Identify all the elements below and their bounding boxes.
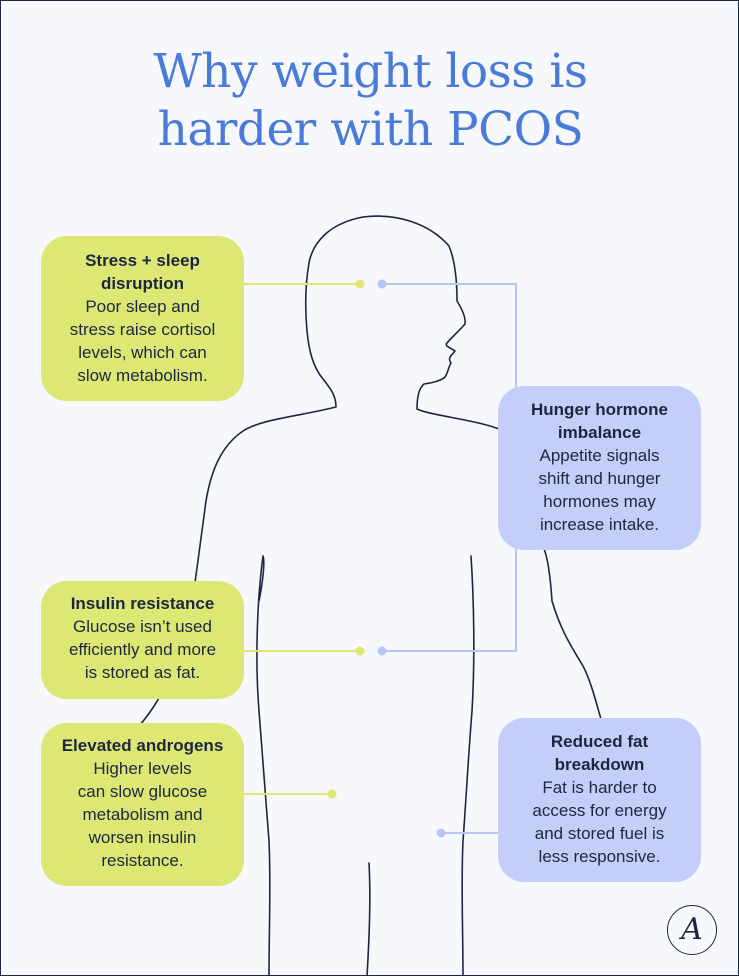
brand-logo-icon: A <box>667 905 717 955</box>
card-androgens-body-1: Higher levels <box>93 759 192 778</box>
card-stress-heading-1: Stress + sleep <box>85 251 200 270</box>
card-stress-body-2: stress raise cortisol <box>69 320 216 339</box>
connector-androgens-dot <box>327 789 337 799</box>
card-stress-heading-2: disruption <box>100 274 185 293</box>
card-hunger-body-4: increase intake. <box>539 515 660 534</box>
connector-insulin-dot <box>355 646 365 656</box>
card-insulin-body-3: is stored as fat. <box>84 663 201 682</box>
connector-stress-dot <box>355 279 365 289</box>
card-androgens-body-2: can slow glucose <box>77 782 208 801</box>
card-hunger-hormone: Hunger hormone imbalance Appetite signal… <box>498 386 701 550</box>
human-body-outline-icon <box>138 215 602 975</box>
card-elevated-androgens: Elevated androgens Higher levels can slo… <box>41 723 244 886</box>
card-hunger-heading-2: imbalance <box>557 423 642 442</box>
page-title: Why weight loss is harder with PCOS <box>1 43 738 159</box>
title-line-2: harder with PCOS <box>157 102 584 157</box>
card-insulin-body-2: efficiently and more <box>68 640 217 659</box>
card-insulin-body-1: Glucose isn’t used <box>73 617 212 636</box>
card-stress-body-1: Poor sleep and <box>85 297 200 316</box>
card-insulin-heading: Insulin resistance <box>70 594 215 613</box>
card-fat-body-1: Fat is harder to <box>542 778 657 797</box>
connector-hunger-dot-bottom <box>377 646 387 656</box>
card-hunger-body-1: Appetite signals <box>539 446 660 465</box>
card-fat-body-3: and stored fuel is <box>534 824 665 843</box>
card-androgens-body-5: resistance. <box>101 851 184 870</box>
title-line-1: Why weight loss is <box>153 44 589 99</box>
card-hunger-heading-1: Hunger hormone <box>531 400 668 419</box>
card-androgens-body-4: worsen insulin <box>88 828 197 847</box>
card-fat-body-2: access for energy <box>532 801 667 820</box>
card-hunger-body-2: shift and hunger <box>538 469 661 488</box>
card-stress-sleep: Stress + sleep disruption Poor sleep and… <box>41 236 244 401</box>
connector-hunger-dot-top <box>377 279 387 289</box>
card-stress-body-3: levels, which can <box>78 343 207 362</box>
connector-fat-dot <box>436 828 446 838</box>
card-fat-heading-2: breakdown <box>554 755 645 774</box>
card-androgens-heading: Elevated androgens <box>61 736 224 755</box>
connector-hunger <box>382 283 517 652</box>
card-fat-body-4: less responsive. <box>538 847 661 866</box>
card-stress-body-4: slow metabolism. <box>77 366 208 385</box>
card-hunger-body-3: hormones may <box>543 492 656 511</box>
card-androgens-body-3: metabolism and <box>82 805 203 824</box>
card-insulin-resistance: Insulin resistance Glucose isn’t used ef… <box>41 581 244 699</box>
card-reduced-fat-breakdown: Reduced fat breakdown Fat is harder to a… <box>498 718 701 882</box>
card-fat-heading-1: Reduced fat <box>550 732 649 751</box>
